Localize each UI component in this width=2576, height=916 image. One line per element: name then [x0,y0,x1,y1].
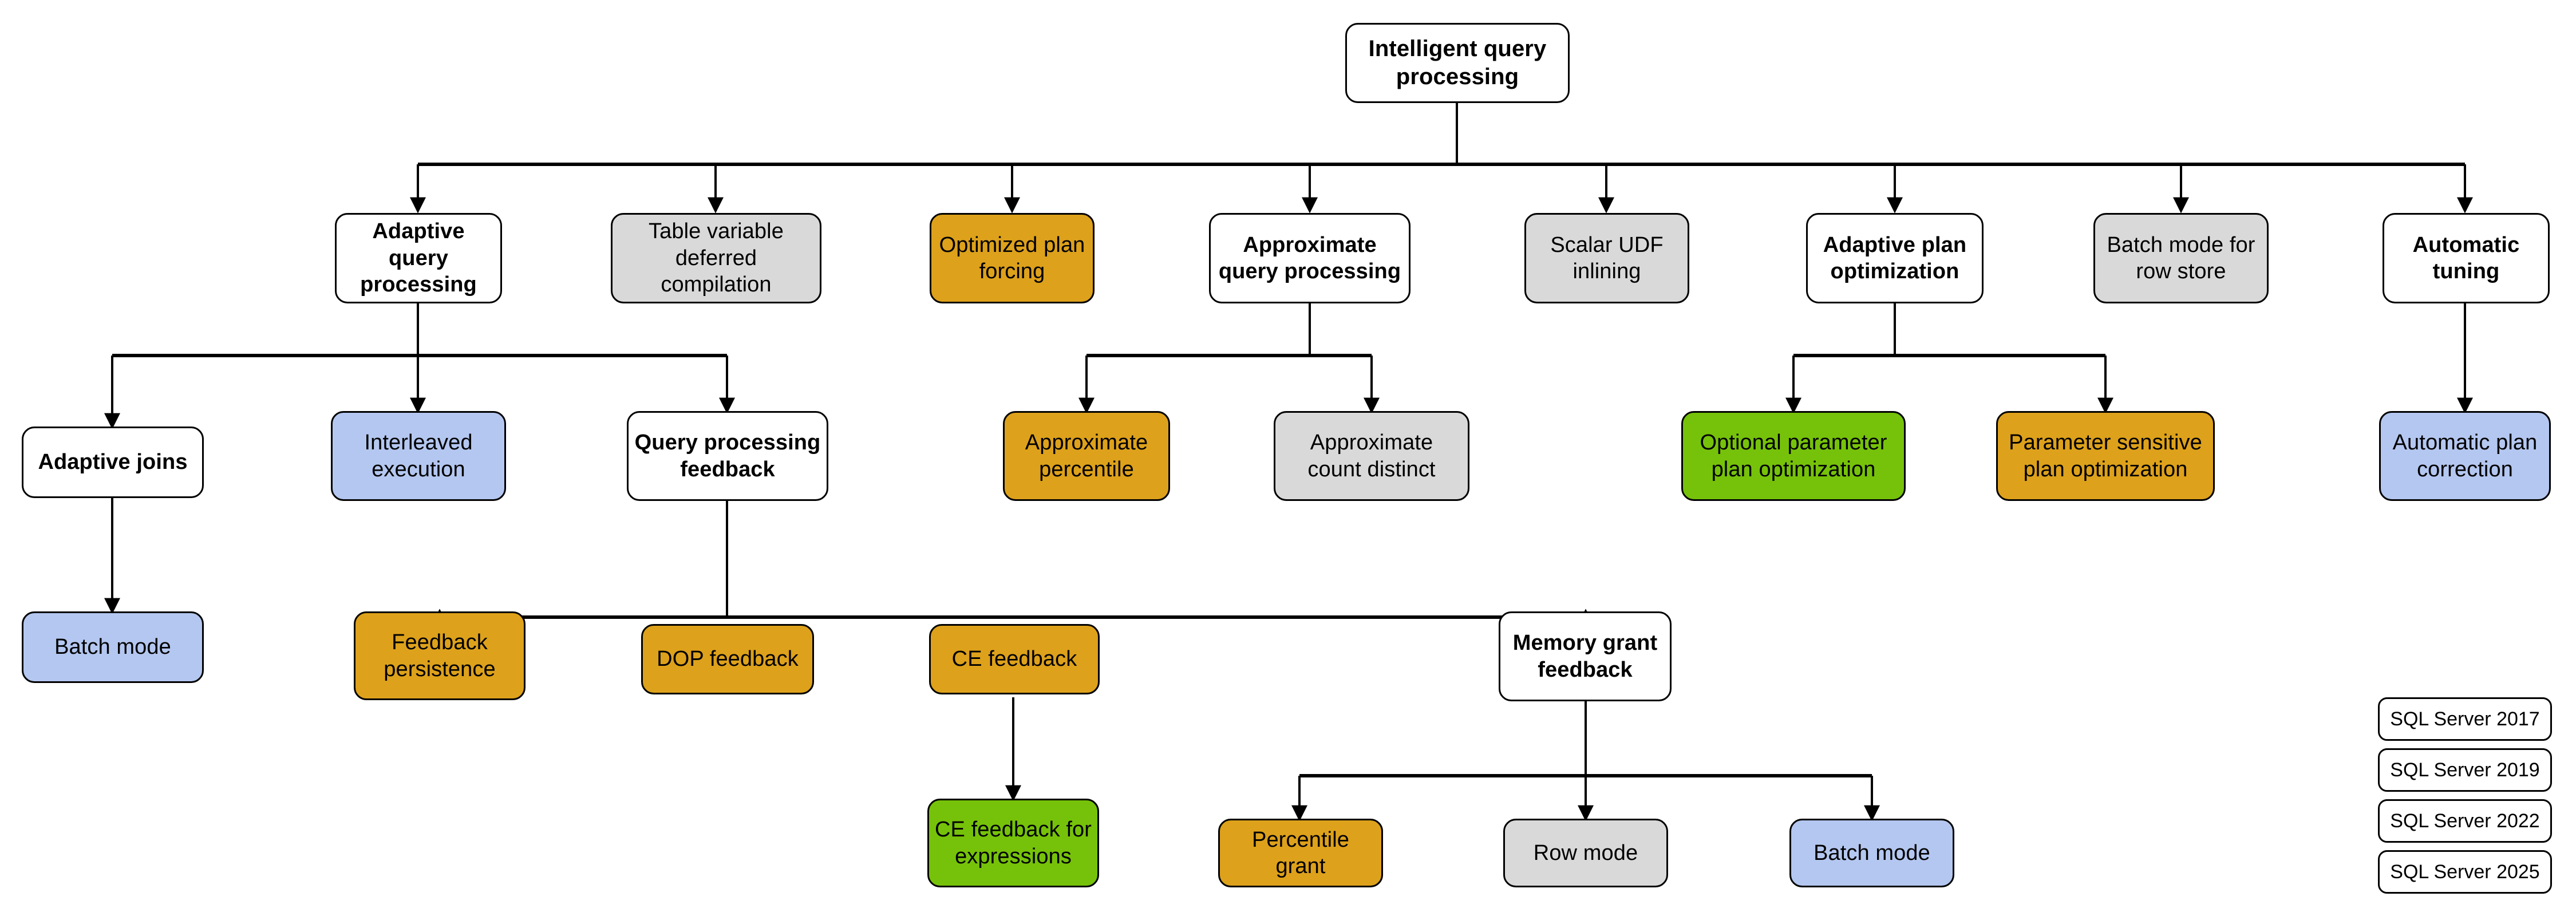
node-ce-feedback[interactable]: CE feedback [929,624,1100,694]
node-optional-parameter-plan-optimization[interactable]: Optional parameter plan optimization [1681,411,1906,501]
legend-item-sql-server-2017: SQL Server 2017 [2378,697,2552,741]
node-percentile-grant[interactable]: Percentile grant [1218,819,1383,887]
node-automatic-tuning[interactable]: Automatic tuning [2383,213,2550,303]
legend-item-sql-server-2019: SQL Server 2019 [2378,748,2552,792]
node-optimized-plan-forcing[interactable]: Optimized plan forcing [930,213,1095,303]
node-batch-mode-memory-grant[interactable]: Batch mode [1789,819,1954,887]
node-adaptive-joins[interactable]: Adaptive joins [22,427,204,498]
node-interleaved-execution[interactable]: Interleaved execution [331,411,506,501]
node-table-variable-deferred-compilation[interactable]: Table variable deferred compilation [611,213,821,303]
node-adaptive-query-processing[interactable]: Adaptive query processing [335,213,502,303]
node-parameter-sensitive-plan-optimization[interactable]: Parameter sensitive plan optimization [1996,411,2215,501]
node-approximate-query-processing[interactable]: Approximate query processing [1209,213,1411,303]
node-batch-mode-adaptive-joins[interactable]: Batch mode [22,611,204,683]
node-row-mode[interactable]: Row mode [1503,819,1668,887]
node-query-processing-feedback[interactable]: Query processing feedback [627,411,828,501]
node-approximate-count-distinct[interactable]: Approximate count distinct [1274,411,1469,501]
node-batch-mode-for-row-store[interactable]: Batch mode for row store [2093,213,2269,303]
node-ce-feedback-for-expressions[interactable]: CE feedback for expressions [927,799,1099,887]
node-memory-grant-feedback[interactable]: Memory grant feedback [1499,611,1672,701]
legend-item-sql-server-2025: SQL Server 2025 [2378,850,2552,894]
legend-item-sql-server-2022: SQL Server 2022 [2378,799,2552,843]
node-dop-feedback[interactable]: DOP feedback [641,624,814,694]
node-adaptive-plan-optimization[interactable]: Adaptive plan optimization [1806,213,1984,303]
node-scalar-udf-inlining[interactable]: Scalar UDF inlining [1524,213,1689,303]
node-automatic-plan-correction[interactable]: Automatic plan correction [2379,411,2551,501]
node-feedback-persistence[interactable]: Feedback persistence [354,611,526,700]
node-approximate-percentile[interactable]: Approximate percentile [1003,411,1170,501]
node-intelligent-query-processing[interactable]: Intelligent query processing [1345,23,1570,103]
